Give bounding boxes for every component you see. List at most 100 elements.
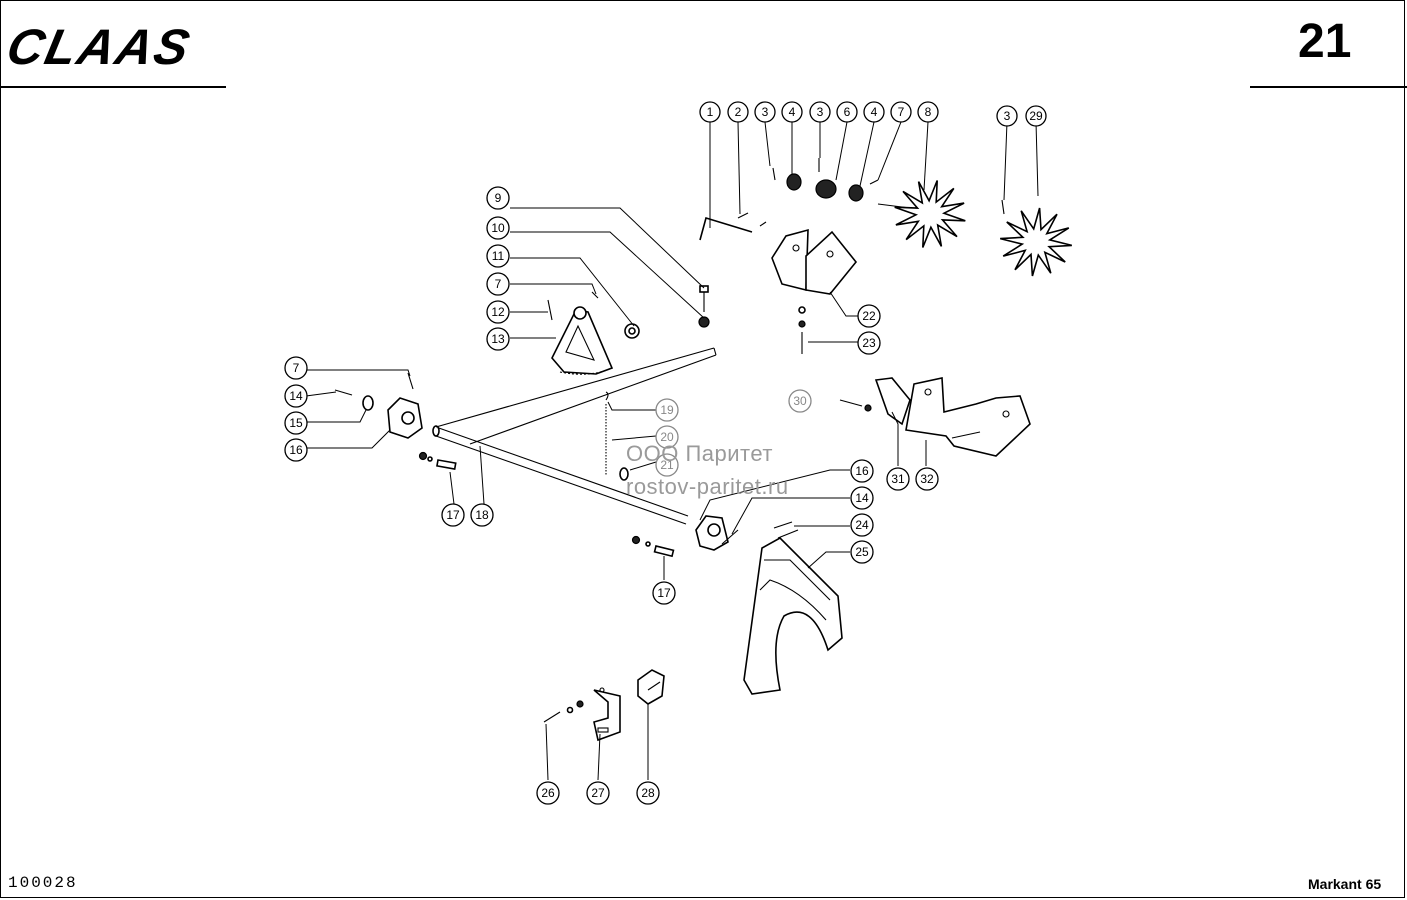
svg-text:17: 17 bbox=[657, 586, 671, 600]
svg-text:3: 3 bbox=[817, 105, 824, 119]
bracket-32 bbox=[905, 377, 1031, 457]
callout-7: 7 bbox=[890, 101, 912, 123]
svg-text:3: 3 bbox=[1004, 109, 1011, 123]
callout-17: 17 bbox=[652, 581, 676, 605]
page-number: 21 bbox=[1298, 15, 1352, 68]
callout-23: 23 bbox=[857, 331, 881, 355]
svg-text:16: 16 bbox=[855, 464, 869, 478]
svg-text:4: 4 bbox=[871, 105, 878, 119]
svg-text:16: 16 bbox=[289, 443, 303, 457]
star-wheel-8 bbox=[894, 180, 966, 248]
callout-6: 6 bbox=[836, 101, 858, 123]
svg-text:28: 28 bbox=[641, 786, 655, 800]
callout-30: 30 bbox=[788, 389, 812, 413]
svg-text:13: 13 bbox=[491, 332, 505, 346]
bolt-9 bbox=[698, 285, 710, 328]
callout-1: 1 bbox=[699, 101, 721, 123]
callout-2: 2 bbox=[727, 101, 749, 123]
callout-25: 25 bbox=[850, 540, 874, 564]
callout-14: 14 bbox=[284, 384, 308, 408]
callout-4: 4 bbox=[863, 101, 885, 123]
callout-20: 20 bbox=[655, 425, 679, 449]
callout-13: 13 bbox=[486, 327, 510, 351]
svg-text:21: 21 bbox=[660, 458, 674, 472]
callout-18: 18 bbox=[470, 503, 494, 527]
bracket-16-left bbox=[334, 372, 423, 439]
callout-3: 3 bbox=[754, 101, 776, 123]
callout-16: 16 bbox=[850, 459, 874, 483]
page-number-underline bbox=[1250, 86, 1407, 88]
callout-15: 15 bbox=[284, 411, 308, 435]
svg-text:25: 25 bbox=[855, 545, 869, 559]
svg-text:18: 18 bbox=[475, 508, 489, 522]
bracket-27 bbox=[543, 687, 621, 742]
svg-text:1: 1 bbox=[707, 105, 714, 119]
svg-text:19: 19 bbox=[660, 403, 674, 417]
callout-27: 27 bbox=[586, 781, 610, 805]
bracket-16-right bbox=[695, 515, 739, 551]
svg-text:8: 8 bbox=[925, 105, 932, 119]
svg-text:6: 6 bbox=[844, 105, 851, 119]
svg-text:7: 7 bbox=[898, 105, 905, 119]
callout-24: 24 bbox=[850, 513, 874, 537]
callout-11: 11 bbox=[486, 244, 510, 268]
callout-10: 10 bbox=[486, 216, 510, 240]
svg-text:3: 3 bbox=[762, 105, 769, 119]
callout-7: 7 bbox=[284, 356, 308, 380]
svg-text:14: 14 bbox=[855, 491, 869, 505]
svg-text:32: 32 bbox=[920, 472, 934, 486]
svg-text:20: 20 bbox=[660, 430, 674, 444]
svg-text:14: 14 bbox=[289, 389, 303, 403]
callout-19: 19 bbox=[655, 398, 679, 422]
callout-16: 16 bbox=[284, 438, 308, 462]
shaft-1-assembly bbox=[699, 158, 911, 241]
svg-text:4: 4 bbox=[789, 105, 796, 119]
callout-21: 21 bbox=[655, 453, 679, 477]
callout-22: 22 bbox=[857, 304, 881, 328]
svg-text:15: 15 bbox=[289, 416, 303, 430]
watermark-website: rostov-paritet.ru bbox=[626, 474, 789, 499]
sector-13 bbox=[547, 291, 640, 375]
callout-7: 7 bbox=[486, 272, 510, 296]
leader-lines bbox=[305, 121, 1039, 781]
bolt-17-left bbox=[418, 451, 457, 470]
lever-31 bbox=[839, 377, 911, 426]
star-wheel-29 bbox=[1000, 199, 1072, 277]
callout-29: 29 bbox=[1025, 105, 1047, 127]
callout-26: 26 bbox=[536, 781, 560, 805]
callout-31: 31 bbox=[886, 467, 910, 491]
callout-4: 4 bbox=[781, 101, 803, 123]
watermark-company: ООО Паритет bbox=[626, 441, 773, 466]
svg-text:7: 7 bbox=[495, 277, 502, 291]
clip-28 bbox=[637, 669, 665, 705]
main-frame-bar bbox=[432, 347, 717, 525]
callout-17: 17 bbox=[441, 503, 465, 527]
bolt-17-right bbox=[631, 535, 675, 558]
spring-20 bbox=[605, 391, 629, 481]
callout-12: 12 bbox=[486, 300, 510, 324]
svg-text:30: 30 bbox=[793, 394, 807, 408]
callout-3: 3 bbox=[996, 105, 1018, 127]
svg-text:26: 26 bbox=[541, 786, 555, 800]
svg-text:11: 11 bbox=[492, 249, 505, 263]
brand-underline bbox=[0, 86, 226, 88]
bracket-22 bbox=[771, 228, 858, 354]
callout-28: 28 bbox=[636, 781, 660, 805]
svg-text:27: 27 bbox=[591, 786, 605, 800]
callout-32: 32 bbox=[915, 467, 939, 491]
svg-text:29: 29 bbox=[1029, 109, 1043, 123]
svg-text:31: 31 bbox=[891, 472, 905, 486]
svg-text:22: 22 bbox=[862, 309, 876, 323]
svg-text:7: 7 bbox=[293, 361, 300, 375]
guide-25 bbox=[743, 521, 843, 695]
svg-text:10: 10 bbox=[491, 221, 505, 235]
model-name: Markant 65 bbox=[1308, 876, 1382, 892]
drawing-id: 100028 bbox=[8, 874, 78, 892]
svg-text:9: 9 bbox=[495, 191, 502, 205]
svg-text:23: 23 bbox=[862, 336, 876, 350]
svg-text:12: 12 bbox=[491, 305, 505, 319]
callout-8: 8 bbox=[917, 101, 939, 123]
svg-text:17: 17 bbox=[446, 508, 460, 522]
